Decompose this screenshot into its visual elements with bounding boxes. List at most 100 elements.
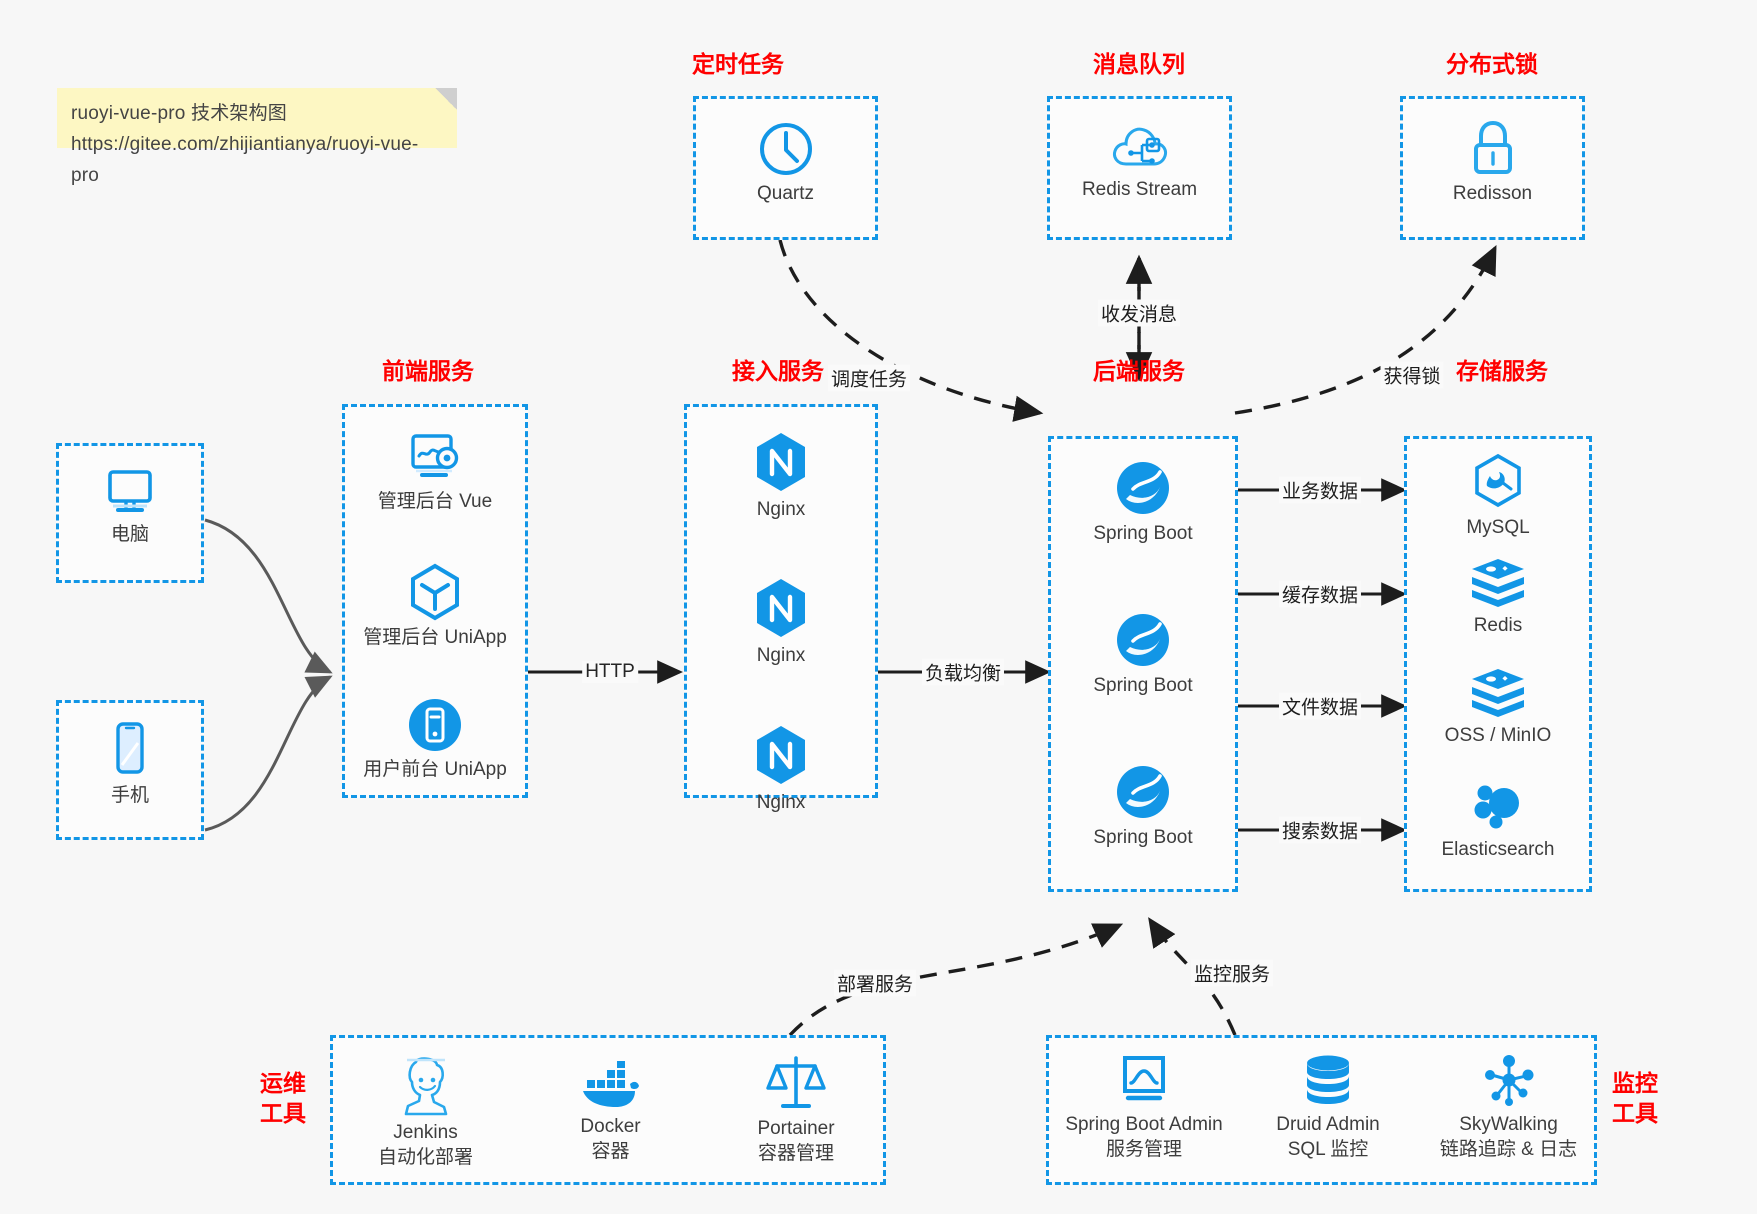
node-label: Redis [1473, 615, 1523, 636]
edge-label-file-data: 文件数据 [1278, 692, 1362, 720]
cube-icon [411, 563, 459, 621]
node-mobile[interactable]: 手机 [59, 721, 201, 808]
node-sublabel: 服务管理 [1105, 1139, 1182, 1160]
group-box-monitor: Spring Boot Admin 服务管理 Druid Admin SQL 监… [1046, 1035, 1597, 1185]
dashboard-gear-icon [411, 434, 459, 477]
node-label: Quartz [756, 183, 815, 204]
node-nginx-3[interactable]: Nginx [687, 724, 875, 815]
node-label: Redisson [1452, 183, 1533, 204]
node-label: Docker [580, 1116, 641, 1137]
clock-icon [759, 123, 812, 175]
docker-icon [582, 1061, 639, 1107]
node-redis-stream[interactable]: Redis Stream [1050, 121, 1229, 202]
node-portainer[interactable]: Portainer 容器管理 [703, 1054, 889, 1166]
node-skywalking[interactable]: SkyWalking 链路追踪 & 日志 [1417, 1054, 1600, 1162]
node-admin-uniapp[interactable]: 管理后台 UniApp [345, 563, 525, 650]
group-title-frontend: 前端服务 [382, 358, 474, 384]
node-docker[interactable]: Docker 容器 [518, 1060, 703, 1164]
node-label: Spring Boot [1093, 675, 1193, 696]
node-oss-minio[interactable]: OSS / MinIO [1407, 667, 1589, 748]
node-spring-boot-2[interactable]: Spring Boot [1051, 611, 1235, 698]
node-label: Redis Stream [1081, 179, 1198, 200]
group-box-frontend: 管理后台 Vue 管理后台 UniApp 用户前台 UniApp [342, 404, 528, 798]
node-label: Portainer [757, 1118, 835, 1139]
edge-label-monitor-service: 监控服务 [1190, 959, 1274, 987]
node-label: Jenkins [393, 1122, 458, 1143]
node-mysql[interactable]: MySQL [1407, 453, 1589, 540]
note-line-1: ruoyi-vue-pro 技术架构图 [71, 103, 288, 124]
node-druid-admin[interactable]: Druid Admin SQL 监控 [1239, 1054, 1417, 1162]
node-label: 管理后台 UniApp [363, 627, 507, 648]
edge-label-get-lock: 获得锁 [1380, 361, 1444, 389]
node-user-uniapp[interactable]: 用户前台 UniApp [345, 697, 525, 782]
node-spring-boot-3[interactable]: Spring Boot [1051, 763, 1235, 850]
jenkins-icon [404, 1057, 447, 1116]
database-icon [1307, 1055, 1349, 1104]
node-label: Nginx [756, 645, 806, 666]
node-label: Elasticsearch [1441, 839, 1555, 860]
node-spring-boot-admin[interactable]: Spring Boot Admin 服务管理 [1049, 1054, 1239, 1162]
node-sublabel: 容器管理 [757, 1143, 834, 1164]
nginx-icon [757, 433, 805, 491]
node-admin-vue[interactable]: 管理后台 Vue [345, 431, 525, 514]
node-label: 管理后台 Vue [377, 491, 493, 512]
node-quartz[interactable]: Quartz [696, 121, 875, 206]
edge-label-load-balance: 负载均衡 [921, 658, 1005, 686]
edge-label-cache-data: 缓存数据 [1278, 580, 1362, 608]
node-redisson[interactable]: Redisson [1403, 119, 1582, 206]
scales-icon [766, 1056, 826, 1108]
node-desktop[interactable]: 电脑 [59, 466, 201, 547]
group-title-storage: 存储服务 [1456, 358, 1548, 384]
node-jenkins[interactable]: Jenkins 自动化部署 [333, 1054, 518, 1170]
oss-icon [1472, 669, 1524, 717]
node-spring-boot-1[interactable]: Spring Boot [1051, 459, 1235, 546]
node-label: Druid Admin [1276, 1114, 1380, 1135]
node-elasticsearch[interactable]: Elasticsearch [1407, 777, 1589, 862]
title-note: ruoyi-vue-pro 技术架构图 https://gitee.com/zh… [57, 88, 457, 186]
node-redis[interactable]: Redis [1407, 557, 1589, 638]
group-box-client-desktop: 电脑 [56, 443, 204, 583]
node-nginx-2[interactable]: Nginx [687, 577, 875, 668]
elasticsearch-icon [1474, 785, 1519, 829]
group-box-scheduler: Quartz [693, 96, 878, 240]
note-fold-corner [435, 88, 457, 110]
group-box-storage: MySQL Redis OSS / MinIO [1404, 436, 1592, 892]
node-label: Nginx [756, 499, 806, 520]
nginx-icon [757, 726, 805, 784]
node-label: Spring Boot [1093, 523, 1193, 544]
node-label: 手机 [110, 785, 149, 806]
app-circle-icon [409, 699, 461, 751]
group-title-mq: 消息队列 [1093, 51, 1185, 77]
edge-label-deploy-service: 部署服务 [833, 969, 917, 997]
group-box-devops: Jenkins 自动化部署 Docker 容器 [330, 1035, 886, 1185]
edge-label-http: HTTP [582, 661, 638, 683]
edge-label-search-data: 搜索数据 [1278, 816, 1362, 844]
group-title-monitor-line1: 监控 [1612, 1070, 1658, 1096]
group-title-devops-line1: 运维 [260, 1070, 306, 1096]
skywalking-icon [1484, 1055, 1533, 1106]
node-nginx-1[interactable]: Nginx [687, 431, 875, 522]
note-line-2: https://gitee.com/zhijiantianya/ruoyi-vu… [71, 134, 419, 186]
cloud-stream-icon [1112, 127, 1167, 166]
group-title-gateway: 接入服务 [732, 358, 824, 384]
group-title-lock: 分布式锁 [1446, 51, 1538, 77]
redis-icon [1472, 559, 1524, 607]
group-title-devops-line2: 工具 [260, 1100, 306, 1126]
group-box-backend: Spring Boot Spring Boot Spring Boot [1048, 436, 1238, 892]
spring-boot-icon [1117, 462, 1169, 514]
node-label: 用户前台 UniApp [363, 759, 507, 780]
node-label: Nginx [756, 792, 806, 813]
node-label: Spring Boot Admin [1065, 1114, 1223, 1135]
group-title-backend: 后端服务 [1093, 358, 1185, 384]
group-title-scheduler: 定时任务 [692, 51, 784, 77]
node-sublabel: 链路追踪 & 日志 [1439, 1139, 1578, 1160]
node-label: MySQL [1466, 517, 1530, 538]
mobile-icon [116, 722, 144, 774]
node-sublabel: 容器 [591, 1141, 630, 1162]
node-sublabel: 自动化部署 [377, 1147, 473, 1168]
edge-label-schedule-task: 调度任务 [827, 364, 911, 392]
group-box-client-mobile: 手机 [56, 700, 204, 840]
node-sublabel: SQL 监控 [1287, 1139, 1369, 1160]
group-title-monitor: 监控 工具 [1604, 1068, 1666, 1128]
group-box-gateway: Nginx Nginx Nginx [684, 404, 878, 813]
